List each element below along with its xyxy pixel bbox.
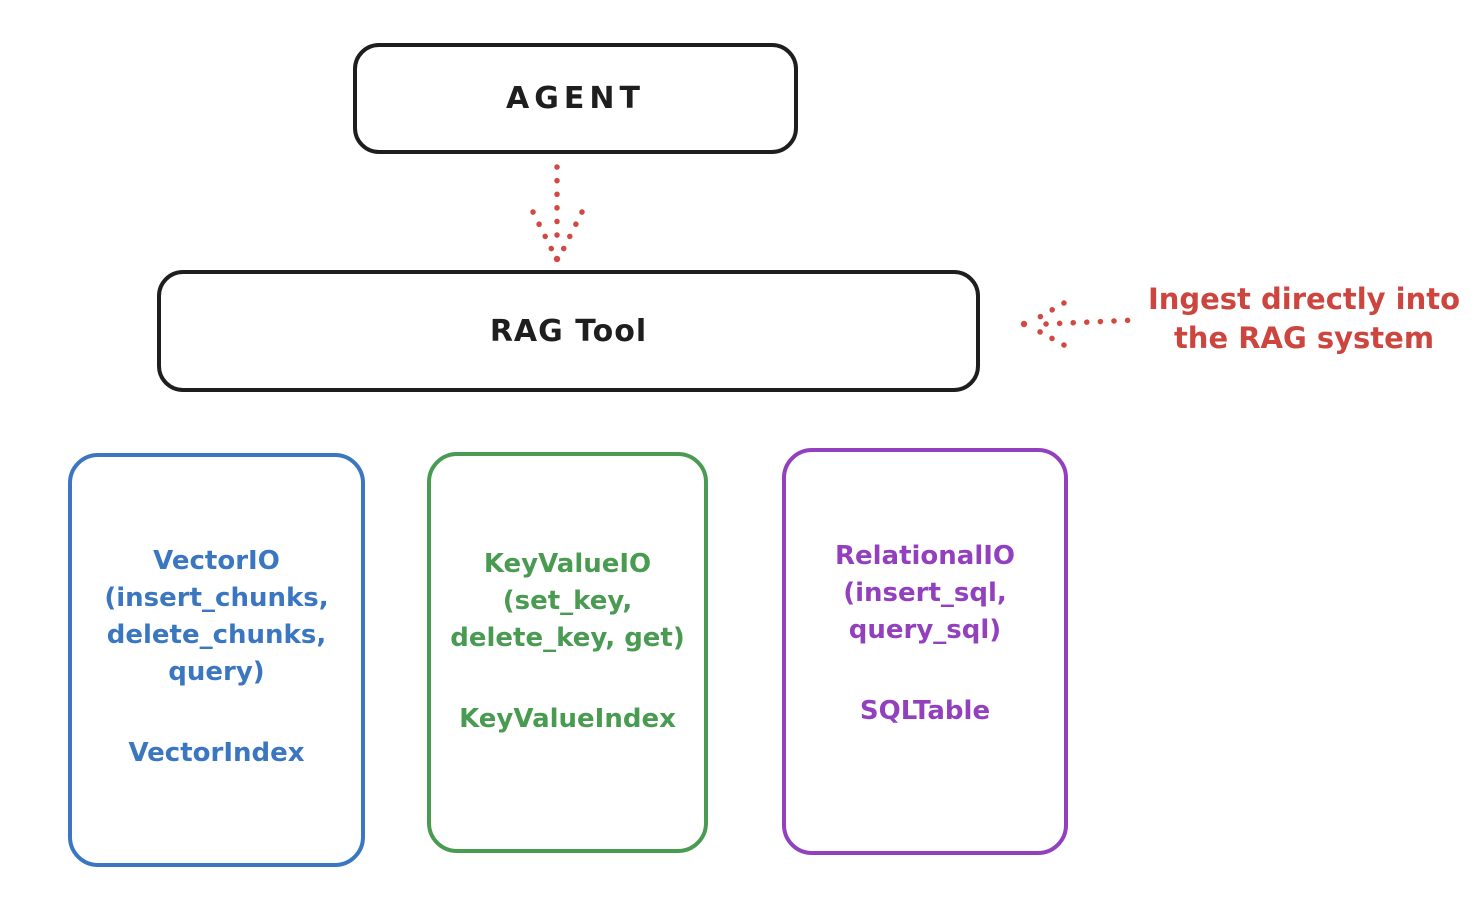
key-value-io-box: KeyValueIO (set_key, delete_key, get) Ke… xyxy=(427,452,708,853)
vector-index-label: VectorIndex xyxy=(128,738,305,768)
rag-tool-box: RAG Tool xyxy=(157,270,980,392)
signature-line: VectorIO xyxy=(153,546,280,576)
signature-line: delete_key, get) xyxy=(450,623,685,653)
vector-io-box: VectorIO (insert_chunks, delete_chunks, … xyxy=(68,453,365,867)
signature-line: (set_key, xyxy=(502,586,633,616)
vector-io-signature: VectorIO (insert_chunks, delete_chunks, … xyxy=(104,543,328,691)
agent-arrow-tip-dot xyxy=(553,255,561,263)
agent-label: AGENT xyxy=(506,81,645,116)
sql-table-label: SQLTable xyxy=(859,696,991,726)
relational-io-box: RelationalIO (insert_sql, query_sql) SQL… xyxy=(782,448,1068,855)
ingest-arrow-tip-dot xyxy=(1020,320,1028,328)
signature-line: (insert_sql, xyxy=(843,578,1007,608)
relational-io-signature: RelationalIO (insert_sql, query_sql) xyxy=(835,538,1015,649)
signature-line: delete_chunks, xyxy=(106,620,327,650)
key-value-io-signature: KeyValueIO (set_key, delete_key, get) xyxy=(450,546,685,657)
agent-box: AGENT xyxy=(353,43,798,154)
key-value-index-label: KeyValueIndex xyxy=(459,704,676,734)
rag-tool-label: RAG Tool xyxy=(489,313,648,349)
signature-line: RelationalIO xyxy=(834,541,1016,571)
ingest-annotation-line2: the RAG system xyxy=(1173,321,1435,355)
signature-line: query_sql) xyxy=(848,615,1002,645)
ingest-annotation-line1: Ingest directly into xyxy=(1147,282,1461,316)
signature-line: query) xyxy=(168,657,265,687)
ingest-annotation-arrow xyxy=(1028,300,1139,348)
signature-line: (insert_chunks, xyxy=(104,583,329,613)
agent-to-ragtool-arrow xyxy=(530,164,585,255)
ingest-annotation: Ingest directly into the RAG system xyxy=(1128,280,1480,358)
signature-line: KeyValueIO xyxy=(483,549,652,579)
